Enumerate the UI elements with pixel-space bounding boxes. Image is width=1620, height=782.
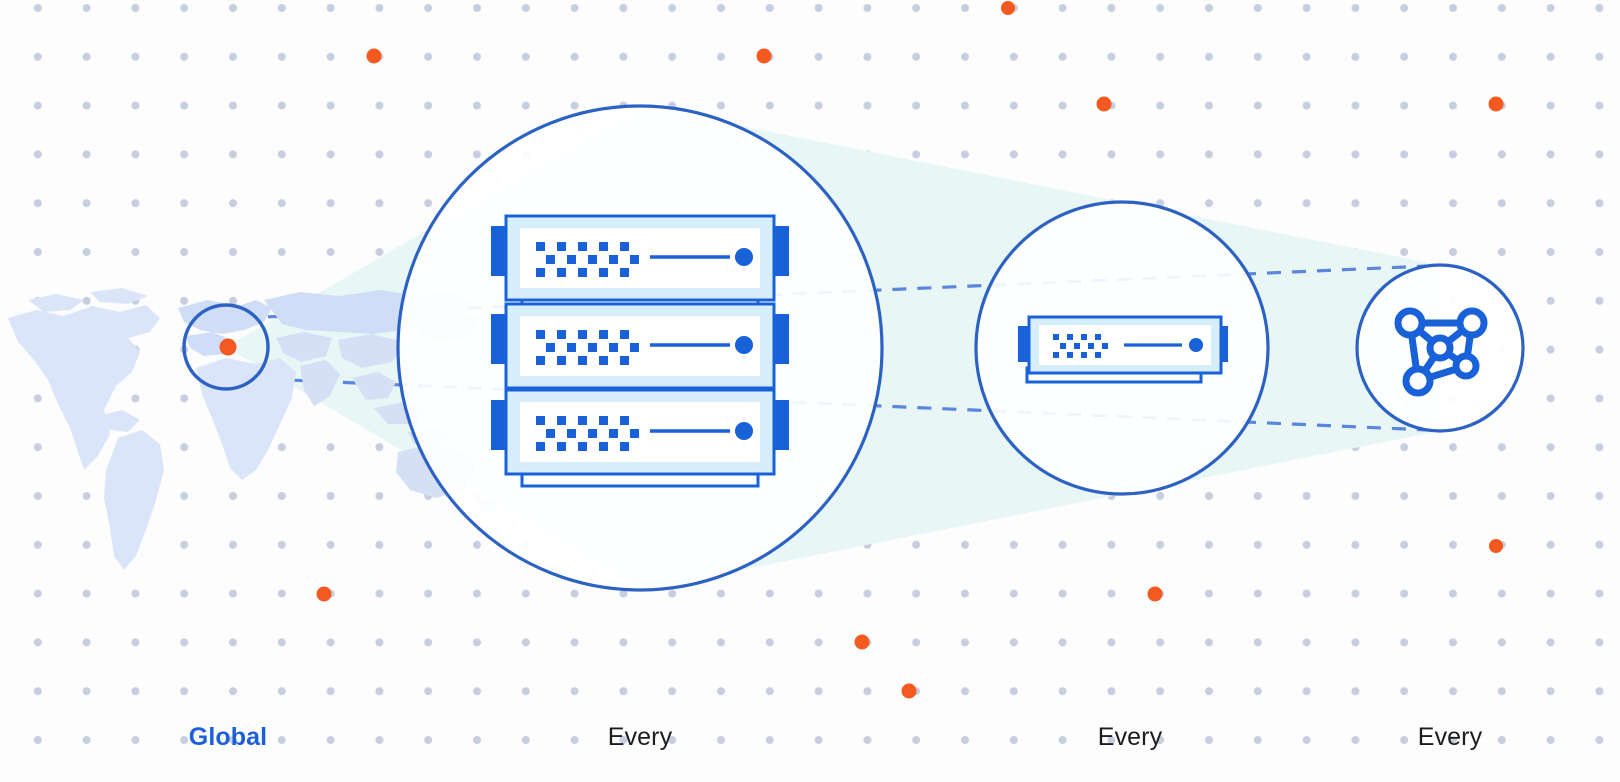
orange-accent-dots	[316, 1, 1504, 699]
server-rack-unit-1	[491, 214, 789, 302]
server-rack-unit-2	[491, 302, 789, 390]
map-highlight-circle	[182, 303, 270, 391]
server-rack-unit-3	[491, 388, 789, 476]
map-location-dot	[219, 338, 237, 356]
server-rack-icon	[491, 214, 789, 488]
network-mesh-nodes	[1394, 307, 1488, 397]
server-unit-icon	[1018, 315, 1228, 384]
